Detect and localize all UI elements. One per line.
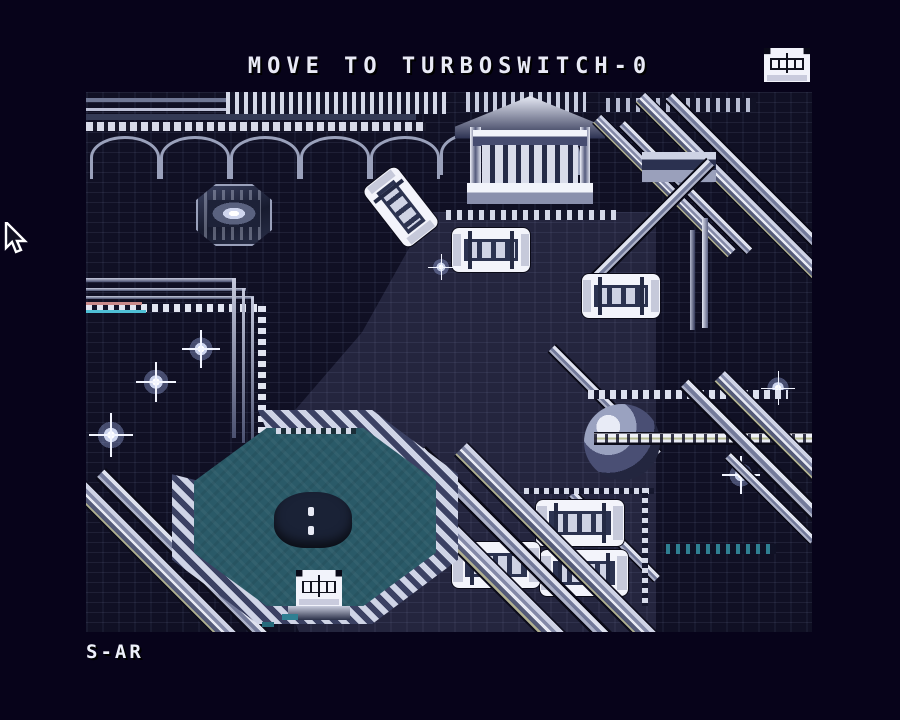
crate-cap: [650, 280, 660, 312]
ornate-gate-structure[interactable]: [455, 96, 605, 208]
light-sparkle: [182, 330, 220, 368]
left-corner-wall-h: [251, 297, 254, 447]
left-corner-wall-v: [86, 278, 236, 282]
left-corner-wall-h: [232, 278, 236, 438]
status-label: S-AR: [86, 641, 144, 663]
gate-column: [470, 127, 481, 202]
crate-bar: [602, 502, 607, 544]
debris-sparkle: [428, 254, 454, 280]
crate-grid: [597, 287, 645, 305]
left-wall-accent: [86, 310, 146, 313]
teal-debris: [262, 622, 274, 627]
wall-arch: [160, 136, 230, 179]
crate-bar: [553, 502, 558, 544]
wall-arch: [370, 136, 440, 179]
crate-bar: [510, 230, 515, 270]
unit-slot: [788, 59, 795, 69]
crate-bay-frame: [524, 488, 654, 494]
unit-base: [766, 75, 808, 81]
wall-arch: [230, 136, 300, 179]
device-core: [208, 200, 260, 228]
crate-grid: [553, 514, 607, 532]
crate-cap: [617, 556, 628, 590]
cargo-crate[interactable]: [582, 274, 660, 318]
crate-bar: [467, 230, 472, 270]
top-wall-band: [226, 92, 446, 114]
unit-slot: [772, 59, 779, 69]
game-viewport[interactable]: [86, 92, 812, 632]
crate-bar: [606, 552, 611, 594]
arrow-cursor: [4, 222, 28, 254]
crate-inner: [593, 284, 649, 308]
unit-slot: [328, 582, 335, 592]
crate-cap: [613, 506, 624, 540]
unit-slot: [312, 582, 319, 592]
unit-slot: [780, 59, 787, 69]
teal-debris: [282, 614, 298, 620]
crate-inner: [549, 511, 611, 535]
corridor-rail: [690, 230, 695, 330]
unit-slot: [320, 582, 327, 592]
unit-platform: [288, 606, 350, 620]
dark-creature[interactable]: [274, 492, 352, 548]
wall-arch: [90, 136, 160, 179]
robot-unit-icon[interactable]: [764, 48, 810, 82]
octagonal-machine-device[interactable]: [196, 184, 272, 246]
left-corner-wall-v: [86, 296, 254, 299]
crate-grid: [467, 241, 515, 259]
objective-title: MOVE TO TURBOSWITCH-0: [247, 54, 653, 79]
top-wall-band: [86, 122, 426, 131]
crate-cap: [452, 548, 463, 582]
left-wall-accent: [86, 302, 142, 305]
cargo-crate[interactable]: [536, 500, 624, 546]
pool-top-band: [276, 428, 356, 434]
corridor-rail: [702, 218, 708, 328]
left-corner-wall-h: [242, 288, 245, 443]
crate-cap: [452, 234, 462, 266]
gate-lintel: [473, 129, 587, 147]
crate-bay-frame: [642, 488, 648, 606]
creature-eye: [308, 525, 315, 535]
gate-body: [482, 145, 578, 184]
creature-eye: [308, 506, 315, 516]
unit-slot: [796, 59, 803, 69]
unit-slot: [304, 582, 311, 592]
light-sparkle: [89, 413, 133, 457]
left-corner-wall-v: [86, 288, 246, 291]
light-sparkle: [135, 361, 177, 403]
crate-bar: [597, 276, 602, 316]
gate-sill: [467, 183, 593, 204]
wall-arch: [300, 136, 370, 179]
crate-bar: [640, 276, 645, 316]
gate-column: [579, 127, 590, 202]
crate-bar: [557, 552, 562, 594]
bottom-machinery: [666, 544, 776, 554]
left-corner-band: [86, 304, 262, 312]
player-robot-unit[interactable]: [296, 570, 342, 606]
crate-cap: [520, 234, 530, 266]
unit-mast: [317, 575, 321, 597]
left-corner-band-v: [258, 306, 266, 450]
cargo-crate[interactable]: [452, 228, 530, 272]
crate-cap: [582, 280, 592, 312]
tube-segments: [594, 434, 812, 443]
gate-footer-band: [446, 210, 616, 220]
top-wall-strip: [86, 114, 416, 120]
unit-mast: [785, 52, 789, 74]
crate-inner: [463, 238, 519, 262]
unit-base: [298, 598, 340, 605]
